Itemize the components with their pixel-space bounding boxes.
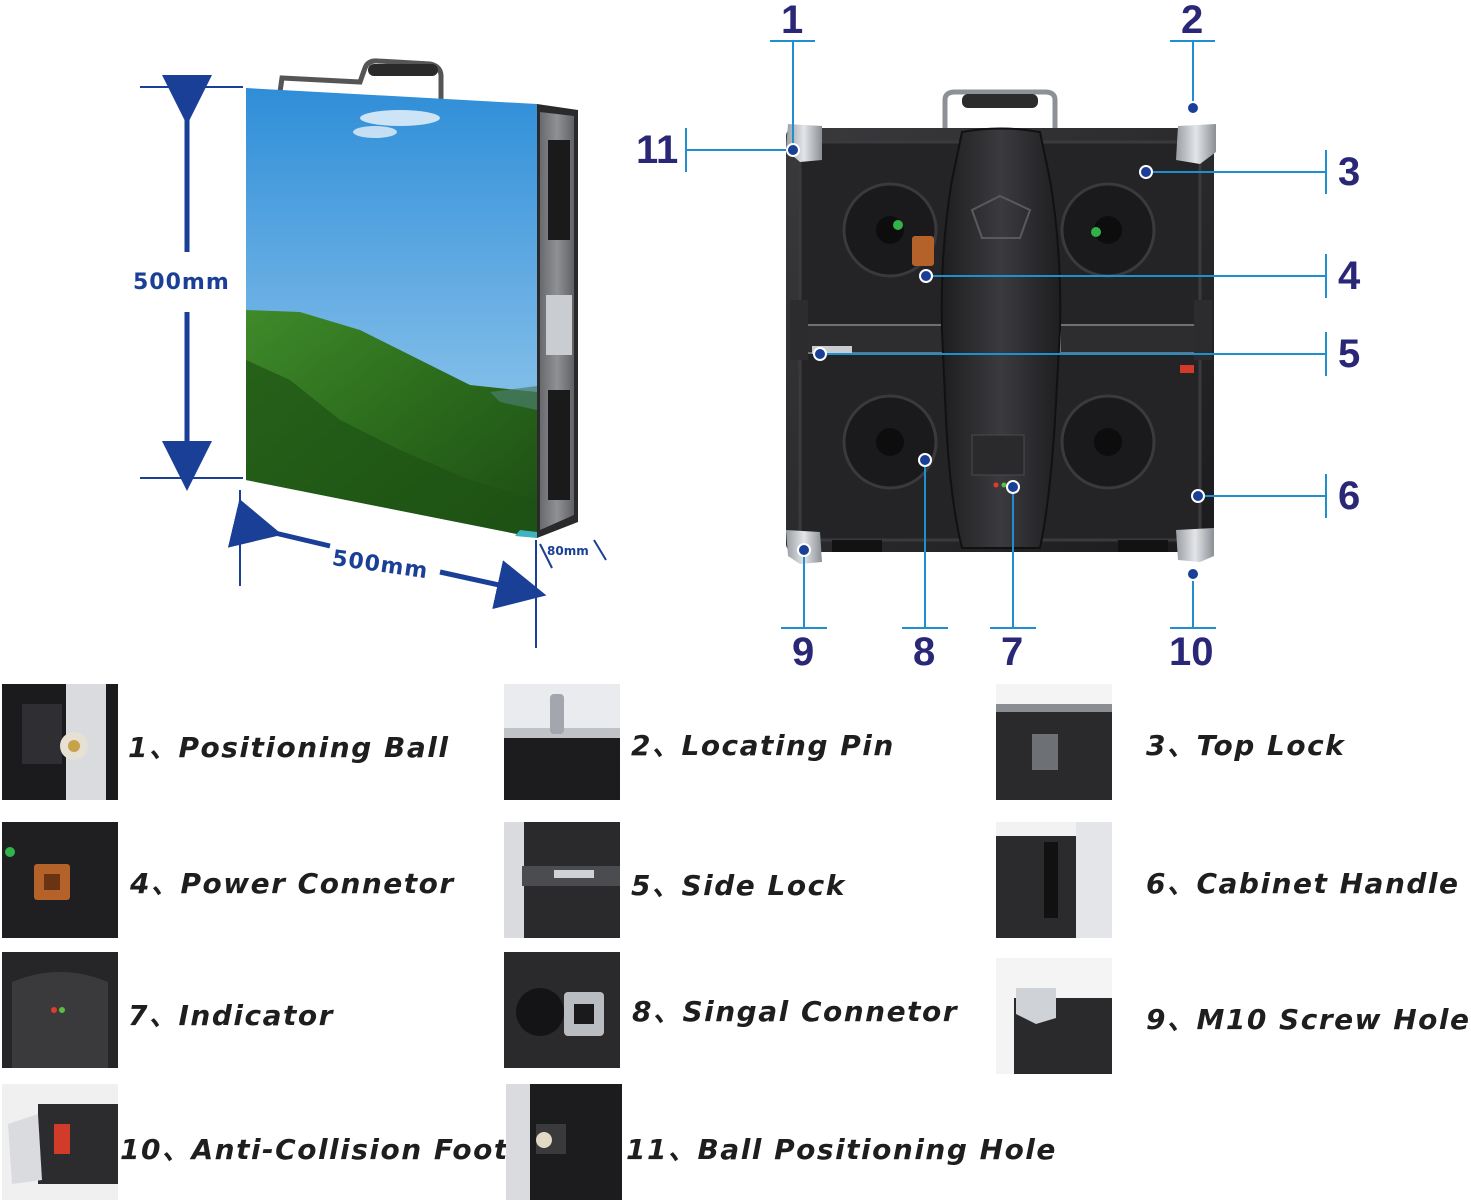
depth-dimension-label: 80mm	[547, 544, 589, 558]
legend-item-top-lock: 3、Top Lock	[996, 684, 1426, 804]
callout-number-9: 9	[792, 630, 815, 674]
callout-leaders	[685, 40, 1327, 629]
indicator-thumbnail	[2, 952, 118, 1068]
legend-item-positioning-ball: 1、Positioning Ball	[2, 684, 472, 804]
callout-number-8: 8	[913, 630, 936, 674]
m10-screw-hole-thumbnail	[996, 958, 1112, 1074]
legend-item-singal-connetor: 8、Singal Connetor	[504, 952, 984, 1072]
legend-item-locating-pin: 2、Locating Pin	[504, 684, 984, 804]
callout-number-1: 1	[781, 0, 804, 42]
legend-label-3: 3、Top Lock	[1146, 729, 1346, 762]
power-connetor-thumbnail	[2, 822, 118, 938]
front-panel-view	[246, 58, 578, 538]
callout-number-5: 5	[1338, 332, 1361, 376]
legend-item-power-connetor: 4、Power Connetor	[2, 822, 472, 942]
rear-cabinet-view	[786, 89, 1216, 564]
legend-item-anti-collision-foot: 10、Anti-Collision Foot	[2, 1084, 507, 1204]
callout-number-11: 11	[636, 128, 679, 172]
legend-label-1: 1、Positioning Ball	[128, 731, 450, 764]
legend-label-10: 10、Anti-Collision Foot	[120, 1133, 509, 1166]
legend-label-9: 9、M10 Screw Hole	[1146, 1003, 1471, 1036]
legend-item-cabinet-handle: 6、Cabinet Handle	[996, 822, 1458, 942]
legend-label-8: 8、Singal Connetor	[632, 995, 959, 1028]
legend-item-ball-positioning-hole: 11、Ball Positioning Hole	[506, 1084, 1055, 1204]
legend-item-side-lock: 5、Side Lock	[504, 822, 984, 942]
callout-number-2: 2	[1181, 0, 1204, 42]
callout-number-7: 7	[1001, 630, 1024, 674]
callout-number-4: 4	[1338, 254, 1361, 298]
callout-number-10: 10	[1169, 630, 1214, 674]
legend-label-4: 4、Power Connetor	[130, 867, 455, 900]
legend-label-11: 11、Ball Positioning Hole	[626, 1133, 1057, 1166]
cabinet-handle-icon	[368, 64, 438, 76]
cabinet-diagram	[140, 40, 1327, 648]
dimension-lines	[140, 75, 607, 648]
callout-number-6: 6	[1338, 474, 1361, 518]
legend-label-6: 6、Cabinet Handle	[1146, 867, 1460, 900]
callout-dots	[786, 101, 1205, 581]
cabinet-handle-thumbnail	[996, 822, 1112, 938]
singal-connetor-thumbnail	[504, 952, 620, 1068]
side-lock-thumbnail	[504, 822, 620, 938]
ball-positioning-hole-thumbnail	[506, 1084, 622, 1200]
legend-label-2: 2、Locating Pin	[631, 729, 895, 762]
legend-item-m10-screw-hole: 9、M10 Screw Hole	[996, 958, 1469, 1078]
positioning-ball-thumbnail	[2, 684, 118, 800]
legend-label-5: 5、Side Lock	[631, 869, 846, 902]
height-dimension-label: 500mm	[133, 270, 230, 295]
top-lock-thumbnail	[996, 684, 1112, 800]
legend-label-7: 7、Indicator	[128, 999, 334, 1032]
callout-number-3: 3	[1338, 150, 1361, 194]
legend-item-indicator: 7、Indicator	[2, 952, 472, 1072]
locating-pin-thumbnail	[504, 684, 620, 800]
anti-collision-foot-thumbnail	[2, 1084, 118, 1200]
